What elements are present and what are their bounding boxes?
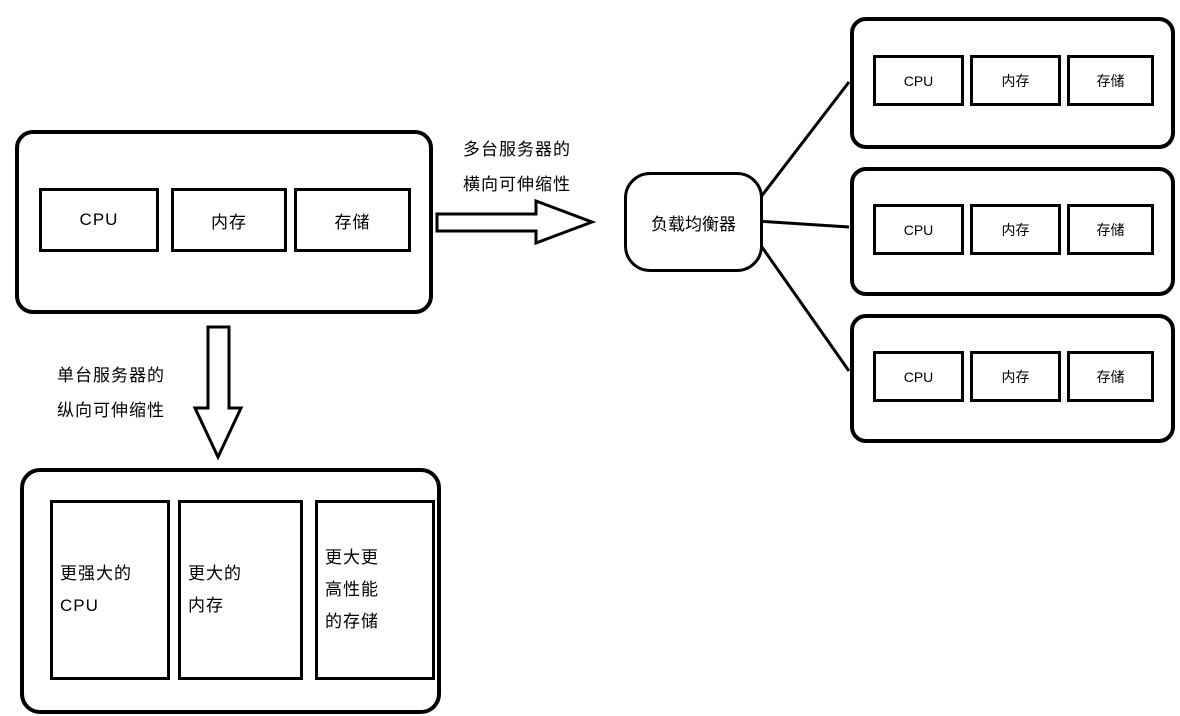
- lb-connector-line-top: [755, 81, 851, 203]
- single-server-cpu-label: CPU: [79, 210, 119, 229]
- scaled-server-2-memory-label: 内存: [1001, 221, 1030, 238]
- single-server-cpu-box: CPU: [39, 188, 159, 252]
- upgraded-cpu-box: 更强大的 CPU: [50, 500, 170, 680]
- scaled-server-3-memory-label: 内存: [1001, 368, 1030, 385]
- upgraded-memory-label: 更大的 内存: [188, 564, 242, 615]
- scaled-server-1-storage-label: 存储: [1096, 72, 1125, 89]
- upgraded-cpu-label: 更强大的 CPU: [60, 564, 132, 615]
- vertical-scaling-label-line1: 单台服务器的: [57, 366, 165, 385]
- single-server-box: CPU 内存 存储: [15, 130, 433, 314]
- scaled-server-2-memory-box: 内存: [970, 204, 1061, 255]
- scaled-server-3-storage-label: 存储: [1096, 368, 1125, 385]
- scaled-server-2-box: CPU 内存 存储: [850, 167, 1175, 296]
- single-server-storage-box: 存储: [294, 188, 411, 252]
- single-server-memory-box: 内存: [171, 188, 287, 252]
- load-balancer-box: 负载均衡器: [624, 172, 763, 272]
- upgraded-storage-box: 更大更 高性能 的存储: [315, 500, 435, 680]
- vertical-scaling-label-line2: 纵向可伸缩性: [57, 401, 165, 420]
- vertical-scale-arrow: [192, 325, 244, 461]
- lb-connector-line-middle: [756, 219, 850, 229]
- lb-connector-line-bottom: [755, 239, 851, 372]
- scaled-server-2-cpu-box: CPU: [873, 204, 964, 255]
- horizontal-scaling-label-line2: 横向可伸缩性: [463, 175, 571, 194]
- scaled-server-1-cpu-label: CPU: [903, 72, 934, 89]
- scaled-server-2-cpu-label: CPU: [903, 221, 934, 238]
- scaled-server-3-storage-box: 存储: [1067, 351, 1154, 402]
- scaled-server-1-memory-label: 内存: [1001, 72, 1030, 89]
- scaled-server-1-box: CPU 内存 存储: [850, 17, 1175, 149]
- scaled-server-1-memory-box: 内存: [970, 55, 1061, 106]
- scaled-server-1-cpu-box: CPU: [873, 55, 964, 106]
- single-server-storage-label: 存储: [334, 212, 371, 232]
- upgraded-storage-label: 更大更 高性能 的存储: [325, 548, 379, 631]
- scaled-server-3-memory-box: 内存: [970, 351, 1061, 402]
- vertical-scaling-label: 单台服务器的 纵向可伸缩性: [57, 358, 165, 428]
- horizontal-scaling-label: 多台服务器的 横向可伸缩性: [463, 132, 571, 202]
- horizontal-scaling-label-line1: 多台服务器的: [463, 140, 571, 159]
- upgraded-memory-box: 更大的 内存: [178, 500, 303, 680]
- load-balancer-label: 负载均衡器: [651, 214, 736, 234]
- single-server-memory-label: 内存: [211, 212, 247, 232]
- upgraded-server-box: 更强大的 CPU 更大的 内存 更大更 高性能 的存储: [20, 468, 441, 714]
- horizontal-scale-arrow: [435, 198, 597, 246]
- scaled-server-3-cpu-label: CPU: [903, 368, 934, 385]
- scaled-server-1-storage-box: 存储: [1067, 55, 1154, 106]
- scaled-server-3-cpu-box: CPU: [873, 351, 964, 402]
- scaled-server-3-box: CPU 内存 存储: [850, 314, 1175, 443]
- scaled-server-2-storage-box: 存储: [1067, 204, 1154, 255]
- scaled-server-2-storage-label: 存储: [1096, 221, 1125, 238]
